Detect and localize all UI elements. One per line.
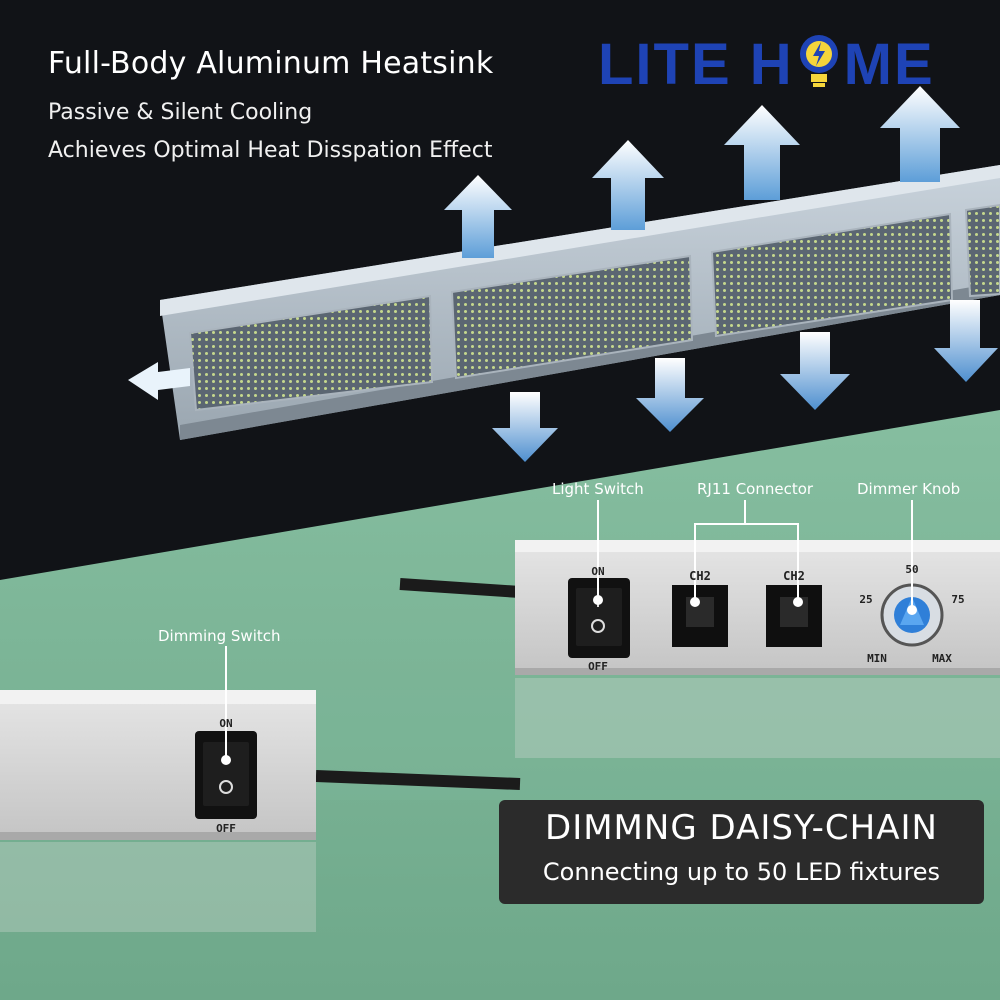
callout-lines: [221, 500, 917, 765]
banner-title: DIMMNG DAISY-CHAIN: [545, 808, 938, 848]
callout-dimmer-knob: Dimmer Knob: [857, 480, 961, 498]
knob-tick-25: 25: [859, 593, 872, 606]
light-switch-off-label: OFF: [588, 660, 608, 673]
heat-arrow-left: [128, 362, 190, 400]
heat-arrows-down: [492, 300, 998, 462]
control-box: [515, 540, 1000, 758]
subheadline-heat-dissipation: Achieves Optimal Heat Disspation Effect: [48, 138, 493, 163]
dimming-switch-on-label: ON: [219, 717, 232, 730]
callout-dimming-switch: Dimming Switch: [158, 627, 281, 645]
heat-arrows-up: [444, 86, 960, 258]
headline: Full-Body Aluminum Heatsink: [48, 46, 494, 81]
logo-text-right: ME: [843, 32, 935, 97]
port-left-label: CH2: [689, 569, 711, 583]
port-right-label: CH2: [783, 569, 805, 583]
cables: [315, 578, 521, 790]
knob-tick-75: 75: [951, 593, 964, 606]
light-switch-on-label: ON: [591, 565, 604, 578]
knob-min-label: MIN: [867, 652, 887, 665]
heatsink-bar: [160, 165, 1000, 440]
callout-light-switch: Light Switch: [552, 480, 644, 498]
logo-text-left: LITE H: [598, 32, 794, 97]
knob-tick-50: 50: [905, 563, 918, 576]
banner-subtitle: Connecting up to 50 LED fixtures: [542, 858, 941, 886]
callout-rj11-connector: RJ11 Connector: [697, 480, 814, 498]
knob-max-label: MAX: [932, 652, 952, 665]
secondary-box: [0, 690, 316, 932]
subheadline-cooling: Passive & Silent Cooling: [48, 100, 313, 125]
lightbulb-icon: [799, 35, 838, 87]
daisy-chain-banner: DIMMNG DAISY-CHAIN Connecting up to 50 L…: [499, 800, 984, 904]
dimming-switch-off-label: OFF: [216, 822, 236, 835]
brand-logo: LITE H ME: [598, 30, 935, 98]
